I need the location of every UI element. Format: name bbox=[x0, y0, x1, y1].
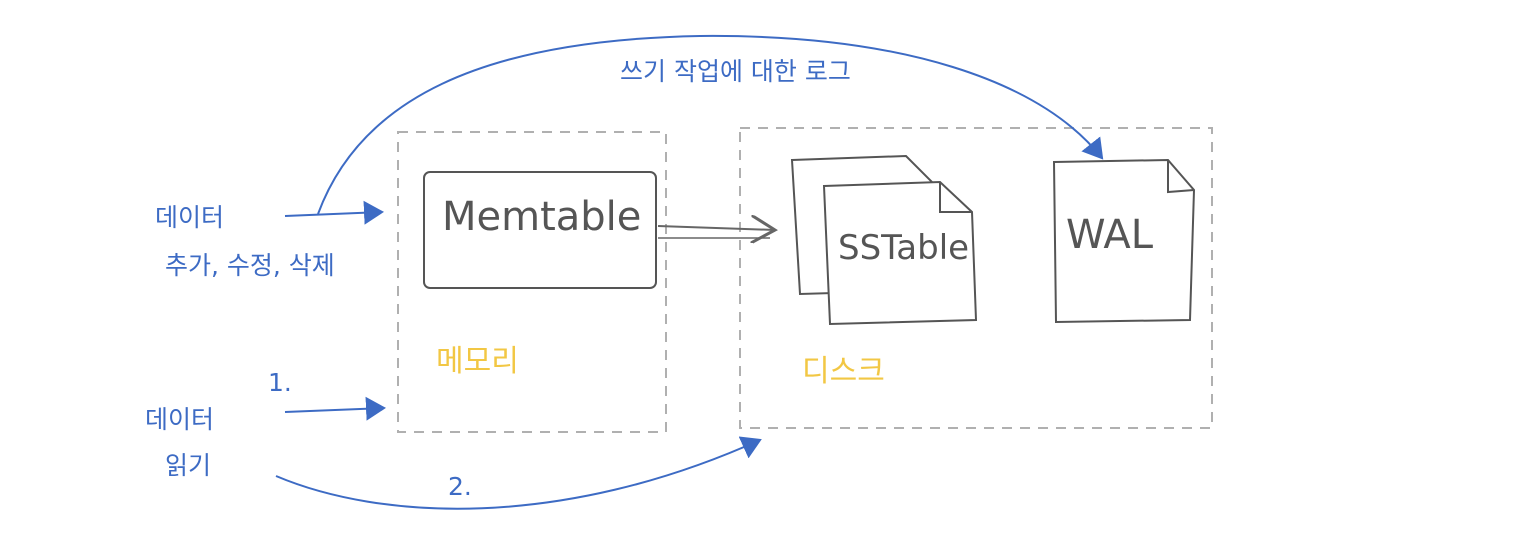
wal-log-label: 쓰기 작업에 대한 로그 bbox=[620, 57, 851, 86]
write-label-line1: 데이터 bbox=[155, 203, 225, 232]
read-label-line1: 데이터 bbox=[145, 405, 215, 434]
memory-region bbox=[397, 131, 667, 433]
wal-label: WAL bbox=[1066, 212, 1154, 258]
read-memory-arrow bbox=[284, 396, 386, 421]
read-disk-arrow bbox=[275, 436, 762, 510]
step-1-label: 1. bbox=[268, 368, 292, 397]
disk-label: 디스크 bbox=[802, 354, 885, 389]
write-to-memtable-arrow bbox=[284, 200, 384, 225]
write-label-line2: 추가, 수정, 삭제 bbox=[165, 251, 335, 280]
read-label-line2: 읽기 bbox=[165, 451, 212, 480]
memtable-box bbox=[423, 171, 657, 289]
memory-label: 메모리 bbox=[436, 344, 519, 379]
step-2-label: 2. bbox=[448, 472, 472, 501]
write-to-wal-arrow bbox=[317, 34, 1104, 215]
disk-region bbox=[739, 127, 1213, 429]
sstable-label: SSTable bbox=[838, 228, 970, 268]
wal-page bbox=[1052, 158, 1196, 324]
memtable-to-sstable-arrow bbox=[657, 226, 775, 230]
memtable-label: Memtable bbox=[442, 194, 642, 240]
sstable-front-page bbox=[822, 180, 978, 326]
